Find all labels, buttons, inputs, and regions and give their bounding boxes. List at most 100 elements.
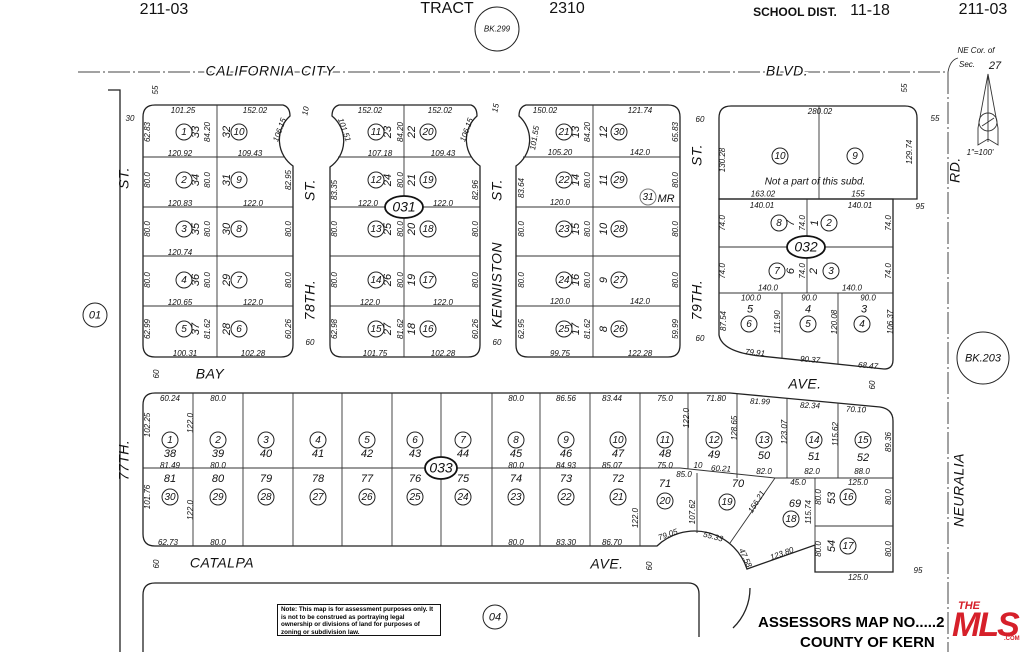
- block-032-number-oval: [786, 235, 826, 259]
- lot-number: 30: [221, 222, 233, 235]
- lot-dimension: 80.0: [210, 538, 226, 547]
- lot-dimension: 80.0: [517, 272, 526, 288]
- parcel-number: 1: [181, 127, 187, 138]
- lot-dimension: 107.18: [368, 149, 393, 158]
- lot-dimension: 163.02: [751, 190, 776, 199]
- lot-number: 43: [409, 448, 422, 460]
- lot-number: 4: [805, 303, 811, 315]
- cul-de-sac-arc: [732, 587, 751, 629]
- parcel-number: 4: [181, 275, 187, 286]
- school-district-label: SCHOOL DIST.: [753, 5, 837, 19]
- lot-dimension: 120.0: [550, 198, 571, 207]
- lot-number: 9: [598, 277, 610, 283]
- road-width-label: 95: [916, 202, 925, 211]
- section-label: Sec.: [959, 60, 975, 69]
- lot-dimension: 80.0: [583, 172, 592, 188]
- lot-dimension: 83.64: [517, 177, 526, 198]
- parcel-number: 8: [513, 435, 519, 446]
- assessment-disclaimer-note: Note: This map is for assessment purpose…: [277, 604, 441, 636]
- parcel-number: 5: [805, 319, 811, 330]
- adjacent-page-01-circle: [82, 302, 108, 328]
- parcel-number-circle: [257, 488, 275, 506]
- section-line-west: [108, 89, 121, 652]
- street-name-st79_st: ST.: [689, 144, 705, 166]
- parcel-number-circle: [799, 315, 817, 333]
- lot-dimension: 74.0: [798, 263, 807, 279]
- parcel-number-circle: [367, 123, 385, 141]
- lot-dimension: 75.0: [657, 461, 673, 470]
- road-width-label: 95: [914, 566, 923, 575]
- lot-dimension: 82.34: [800, 401, 821, 411]
- lot-number: 6: [785, 267, 797, 274]
- parcel-number-circle: [358, 431, 376, 449]
- lot-dimension: 85.07: [602, 461, 623, 470]
- parcel-number: 5: [181, 324, 187, 335]
- road-width-label: 60: [696, 334, 705, 343]
- lot-dimension: 80.0: [508, 461, 524, 470]
- lot-dimension: 89.36: [884, 431, 893, 452]
- parcel-number-circle: [839, 537, 857, 555]
- lot-dimension: 80.0: [471, 221, 480, 237]
- parcel-number-circle: [854, 431, 872, 449]
- parcel-number: 27: [311, 492, 324, 503]
- parcel-number: 9: [852, 151, 858, 162]
- lot-dimension: 80.0: [284, 221, 293, 237]
- street-name-california: CALIFORNIA: [205, 63, 294, 79]
- lot-dimension: 71.80: [706, 394, 727, 403]
- parcel-number: 17: [842, 541, 854, 552]
- parcel-number: 24: [456, 492, 469, 503]
- lot-number: 7: [785, 219, 797, 226]
- parcel-number-circle: [557, 488, 575, 506]
- adjacent-page-04-circle: [482, 604, 508, 630]
- road-width-label: 55: [931, 114, 940, 123]
- parcel-number-circle: [656, 492, 674, 510]
- lot-dimension: 86.70: [602, 538, 623, 547]
- parcel-number-circle: [610, 320, 628, 338]
- lot-number: 20: [406, 222, 418, 236]
- lot-dimension: 80.0: [210, 394, 226, 403]
- parcel-number: 25: [408, 492, 421, 503]
- adjacent-page-04: 04: [489, 611, 501, 623]
- lot-number: 35: [190, 222, 202, 235]
- parcel-number: 15: [370, 324, 382, 335]
- parcel-number: 14: [370, 275, 382, 286]
- lot-number: 69: [789, 498, 801, 510]
- parcel-number: 30: [613, 127, 625, 138]
- lot-dimension: 80.0: [203, 172, 212, 188]
- lot-number: 44: [457, 448, 469, 460]
- street-name-bay: BAY: [196, 366, 226, 382]
- lot-dimension: 100.31: [173, 349, 197, 358]
- parcel-number: 4: [315, 435, 321, 446]
- parcel-number: 21: [611, 492, 623, 503]
- lot-number: 21: [406, 174, 418, 187]
- parcel-number-circle: [555, 171, 573, 189]
- parcel-number-circle: [367, 220, 385, 238]
- lot-dimension: 122.0: [358, 199, 379, 208]
- parcel-number: 2: [825, 218, 832, 229]
- street-name-st78_st: ST.: [302, 179, 318, 201]
- parcel-number-circle: [768, 262, 786, 280]
- watermark-the: THE: [958, 600, 980, 612]
- parcel-number-circle: [755, 431, 773, 449]
- lot-dimension: 15: [490, 102, 501, 113]
- lot-dimension: 80.0: [508, 394, 524, 403]
- lot-dimension: 62.99: [143, 318, 152, 339]
- lot-dimension: 82.0: [804, 467, 820, 476]
- lot-number: 5: [747, 303, 754, 315]
- block-031-number: 031: [392, 199, 415, 215]
- block-033-number: 033: [429, 460, 453, 476]
- lot-dimension: 120.0: [550, 297, 571, 306]
- parcel-number-circle: [609, 488, 627, 506]
- road-width-label: 60: [645, 561, 654, 570]
- lot-dimension: 101.76: [143, 484, 152, 509]
- parcel-number-circle: [230, 220, 248, 238]
- parcel-number: 27: [612, 275, 625, 286]
- parcel-number: 23: [509, 492, 522, 503]
- lot-dimension: 60.26: [284, 318, 293, 339]
- parcel-number: 2: [214, 435, 221, 446]
- lot-dimension: 130.28: [718, 147, 727, 172]
- lot-dimension: 74.0: [884, 215, 893, 231]
- parcel-number: 11: [660, 435, 670, 446]
- lot-dimension: 80.0: [203, 272, 212, 288]
- lot-dimension: 122.0: [243, 298, 264, 307]
